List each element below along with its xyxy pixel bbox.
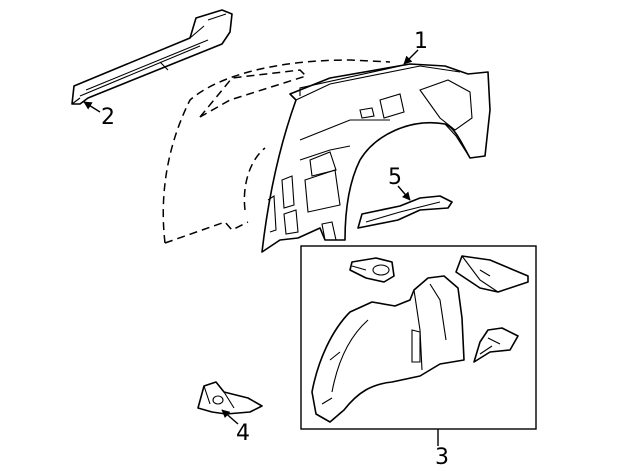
part-2-rail[interactable] — [71, 9, 233, 105]
callout-1: 1 — [414, 29, 428, 54]
part-3-group-box — [300, 245, 537, 430]
part-1-quarter-inner-panel[interactable] — [261, 63, 491, 253]
body-outline-dashed — [162, 59, 391, 244]
leader-4 — [221, 409, 239, 425]
callout-3: 3 — [435, 445, 449, 470]
part-5-brace[interactable] — [357, 195, 453, 229]
callout-2: 2 — [101, 105, 115, 130]
part-4-bracket[interactable] — [197, 381, 263, 415]
leader-2 — [83, 101, 101, 113]
part-3-bracket-small[interactable] — [349, 257, 395, 283]
part-3-small-gusset[interactable] — [473, 327, 519, 363]
leader-lines — [83, 49, 439, 446]
leader-5 — [397, 185, 411, 201]
leader-1 — [403, 49, 419, 65]
part-3-wheelhouse[interactable] — [311, 275, 465, 423]
callout-5: 5 — [388, 165, 402, 190]
part-3-bracket-right[interactable] — [455, 255, 529, 293]
callout-4: 4 — [236, 421, 250, 446]
